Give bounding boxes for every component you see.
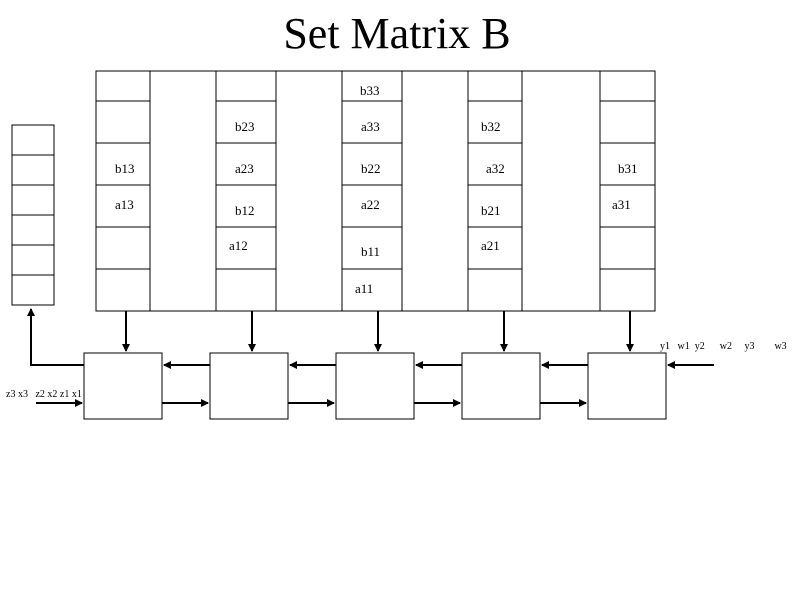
left-input-label: z3 x3 z2 x2 z1 x1: [6, 389, 82, 400]
cell-label-a31: a31: [612, 197, 631, 212]
cell-label-b22: b22: [361, 161, 381, 176]
cell-label-a21: a21: [481, 238, 500, 253]
cell-label-b21: b21: [481, 203, 501, 218]
matrix-grid: b33 b23 a33 b32 b13 a23 b22 a32 b31 a13 …: [95, 70, 656, 312]
processing-element: [335, 352, 415, 420]
cell-label-b13: b13: [115, 161, 135, 176]
down-arrows: [122, 311, 634, 352]
cell-label-a32: a32: [486, 161, 505, 176]
cell-label-a12: a12: [229, 238, 248, 253]
processing-element: [83, 352, 163, 420]
cell-label-b33: b33: [360, 83, 380, 98]
cell-label-a22: a22: [361, 197, 380, 212]
cell-label-a33: a33: [361, 119, 380, 134]
cell-label-a11: a11: [355, 281, 373, 296]
right-input-label: y1 w1 y2 w2 y3 w3: [660, 341, 787, 352]
processing-elements: [83, 352, 667, 420]
cell-label-b32: b32: [481, 119, 501, 134]
page-title: Set Matrix B: [283, 9, 510, 58]
cell-label-a13: a13: [115, 197, 134, 212]
cell-label-b31: b31: [618, 161, 638, 176]
cell-label-b11: b11: [361, 244, 380, 259]
processing-element: [209, 352, 289, 420]
cell-label-b23: b23: [235, 119, 255, 134]
processing-element: [461, 352, 541, 420]
matrix-frame: [95, 70, 656, 312]
row-dividers: [96, 100, 655, 270]
processing-element: [587, 352, 667, 420]
cell-label-b12: b12: [235, 203, 255, 218]
cell-label-a23: a23: [235, 161, 254, 176]
output-stack: [11, 124, 55, 306]
output-path: [27, 308, 84, 366]
